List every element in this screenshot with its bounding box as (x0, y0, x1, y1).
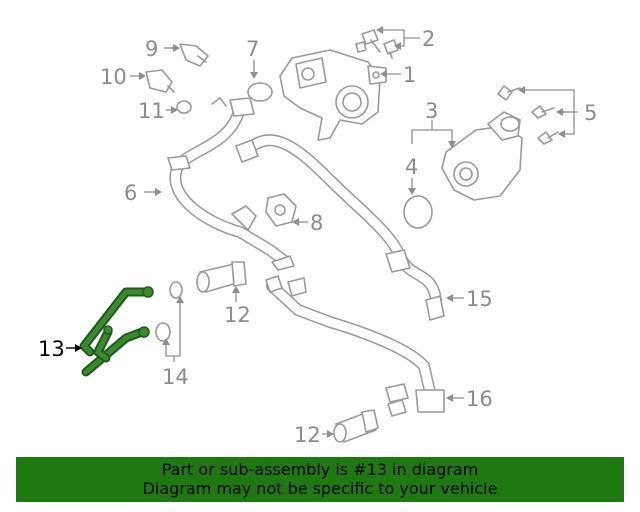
part-6-pipe[interactable] (167, 97, 295, 271)
callout-6[interactable]: 6 (124, 181, 137, 205)
banner-line-1: Part or sub-assembly is #13 in diagram (161, 460, 479, 479)
part-3-housing[interactable] (441, 111, 523, 201)
callout-15[interactable]: 15 (466, 287, 493, 311)
callout-1[interactable]: 1 (403, 63, 416, 87)
part-15-pipe[interactable] (235, 134, 445, 321)
callout-5[interactable]: 5 (584, 101, 597, 125)
part-4-oring[interactable] (403, 195, 433, 229)
callout-labels: 1 2 3 4 5 6 7 8 9 10 11 12 12 13 14 15 1… (38, 27, 597, 447)
callout-12-upper[interactable]: 12 (224, 303, 251, 327)
info-banner: Part or sub-assembly is #13 in diagram D… (16, 457, 624, 502)
part-7-oring[interactable] (247, 82, 273, 102)
callout-4[interactable]: 4 (405, 155, 418, 179)
callout-14[interactable]: 14 (162, 365, 189, 389)
part-1-housing[interactable] (279, 49, 387, 141)
callout-3[interactable]: 3 (425, 99, 438, 123)
callout-12-lower[interactable]: 12 (294, 423, 321, 447)
callout-7[interactable]: 7 (246, 37, 259, 61)
part-13-pipes-highlighted[interactable] (79, 286, 154, 377)
callout-9[interactable]: 9 (145, 37, 158, 61)
callout-8[interactable]: 8 (310, 211, 323, 235)
callout-13[interactable]: 13 (38, 337, 65, 361)
leader-lines (66, 26, 578, 438)
part-5-bolts[interactable] (497, 85, 559, 145)
part-8-gasket[interactable] (265, 193, 297, 227)
callout-2[interactable]: 2 (422, 27, 435, 51)
callout-10[interactable]: 10 (100, 65, 127, 89)
part-10-sensor[interactable] (145, 69, 175, 93)
callout-11[interactable]: 11 (138, 99, 165, 123)
callout-16[interactable]: 16 (466, 387, 493, 411)
part-2-bolts[interactable] (355, 29, 399, 59)
part-14-orings[interactable] (155, 281, 183, 342)
part-9-sensor[interactable] (179, 43, 209, 67)
part-16-pipe[interactable] (265, 275, 445, 417)
part-12-connector-upper[interactable] (196, 261, 247, 293)
banner-line-2: Diagram may not be specific to your vehi… (142, 479, 498, 498)
part-11-washer[interactable] (176, 100, 192, 114)
part-12-connector-lower[interactable] (333, 409, 379, 443)
